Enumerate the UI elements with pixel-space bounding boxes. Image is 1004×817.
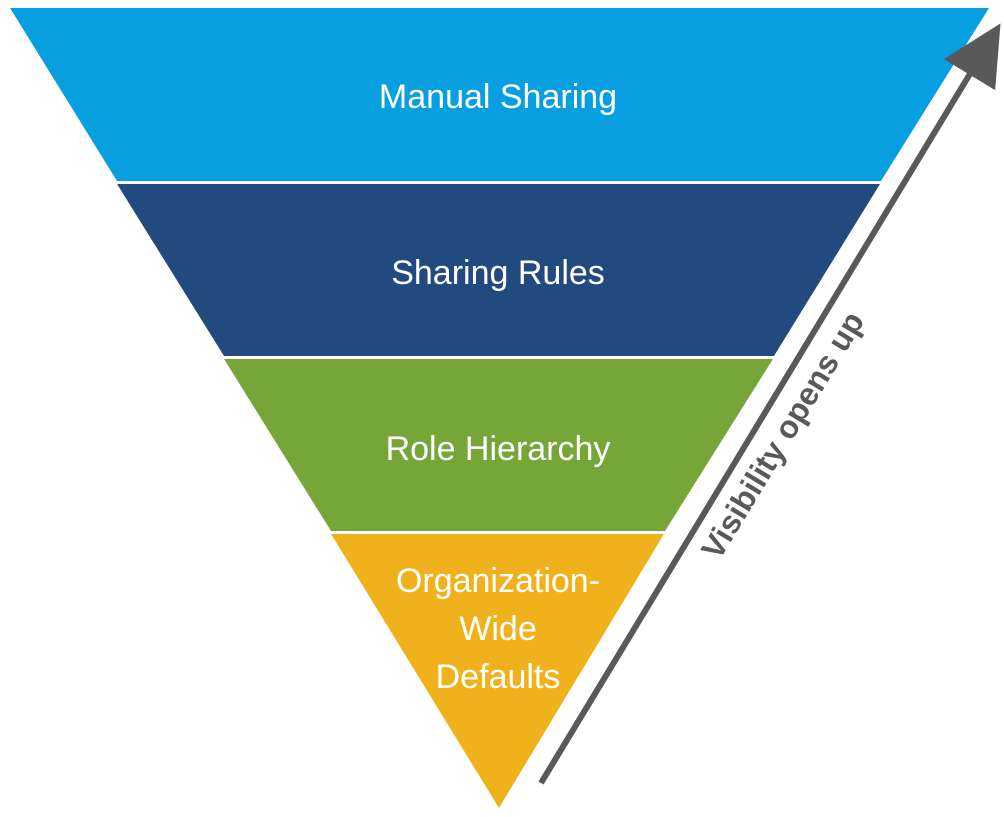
layer-sharing-rules [117,184,880,356]
layer-role-hierarchy-label: Role Hierarchy [386,430,611,468]
layer-owd-label-line-3: Defaults [436,658,561,696]
visibility-arrow [538,23,1001,785]
layer-owd-label-line-2: Wide [459,610,536,648]
layer-organization-wide-defaults [331,534,664,808]
layer-role-hierarchy [224,359,773,531]
layer-owd-label-line-1: Organization- [396,562,600,600]
layer-manual-sharing-label: Manual Sharing [379,78,617,116]
layer-manual-sharing [10,8,989,181]
layer-sharing-rules-label: Sharing Rules [391,254,605,292]
